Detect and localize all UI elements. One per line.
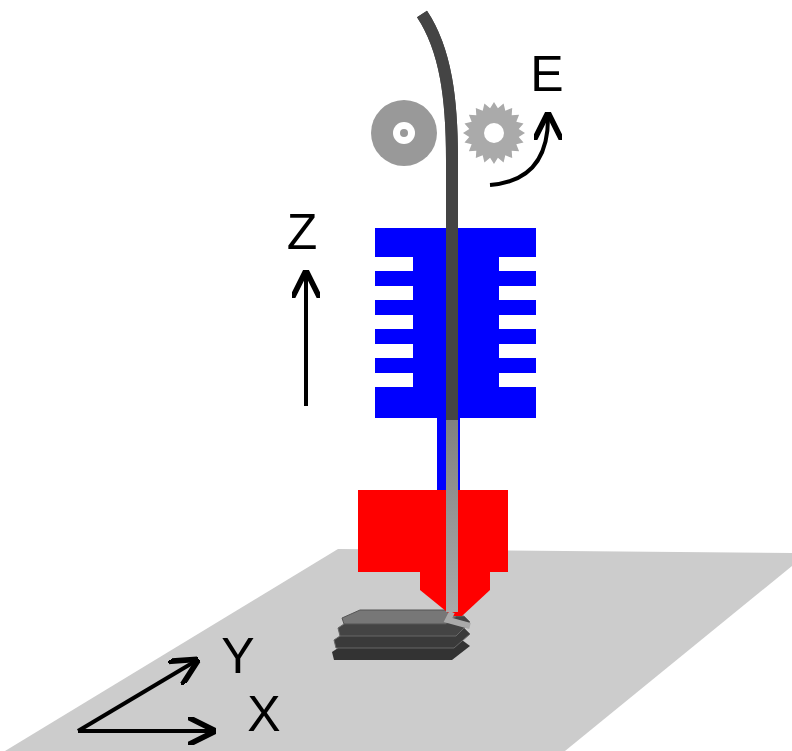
- fin-slot: [375, 257, 413, 271]
- fin-slot: [499, 344, 536, 358]
- extruder-axis-label: E: [530, 49, 563, 99]
- fin-slot: [499, 257, 536, 271]
- rotation-arrow: [490, 118, 548, 185]
- z-axis-label: Z: [287, 207, 318, 257]
- x-axis-label: X: [247, 689, 280, 739]
- y-axis-label: Y: [221, 631, 254, 681]
- idler-wheel: [371, 100, 437, 166]
- fin-slot: [499, 286, 536, 300]
- fin-slot: [375, 315, 413, 329]
- fin-slot: [375, 286, 413, 300]
- fin-slot: [499, 315, 536, 329]
- fin-slot: [375, 344, 413, 358]
- build-plate: [5, 549, 792, 751]
- z-axis-arrow: [304, 276, 308, 406]
- fin-slot: [499, 373, 536, 387]
- filament: [422, 14, 452, 612]
- gear-teeth: [463, 102, 525, 164]
- drive-gear: [463, 102, 525, 164]
- heater-block: [358, 490, 508, 616]
- fin-slot: [375, 373, 413, 387]
- y-axis-arrow: [78, 662, 194, 731]
- x-axis-arrow: [78, 729, 210, 733]
- printed-layers: [332, 610, 470, 660]
